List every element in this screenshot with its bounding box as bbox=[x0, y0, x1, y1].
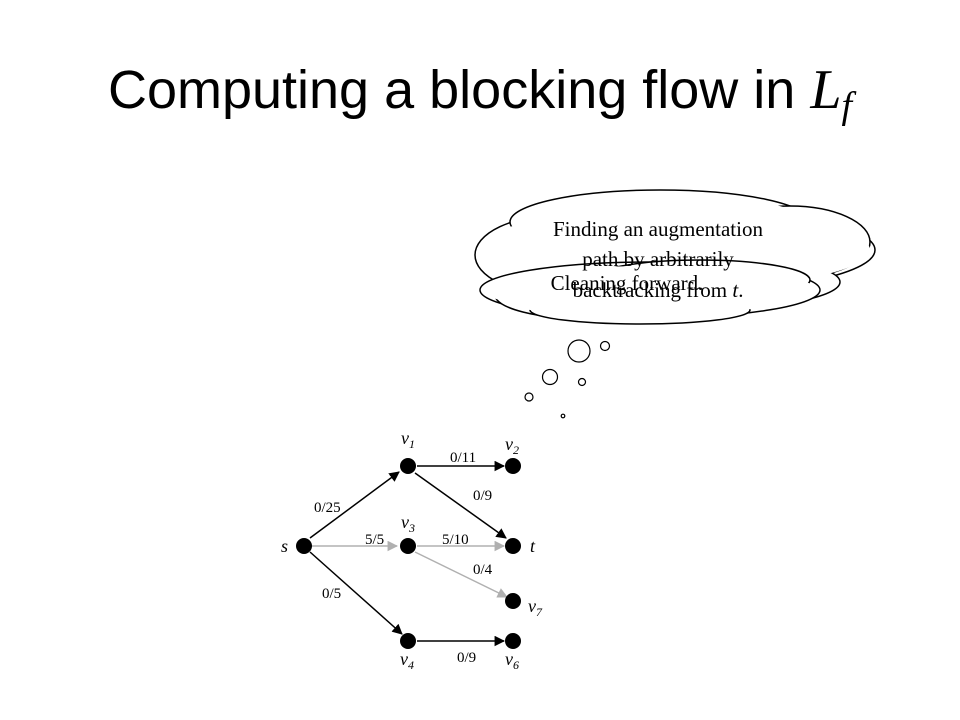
node-label-v1: v1 bbox=[401, 428, 415, 451]
node-v7 bbox=[505, 593, 521, 609]
node-labels: s v1 v2 v3 t v4 v6 v7 bbox=[281, 428, 543, 672]
slide-title-text: Computing a blocking flow in bbox=[107, 60, 811, 120]
trail-bubble bbox=[541, 368, 559, 386]
node-v4 bbox=[400, 633, 416, 649]
nodes bbox=[296, 458, 521, 649]
slide-title-variable: Lf bbox=[810, 59, 853, 127]
trail-bubble bbox=[567, 339, 591, 363]
node-label-v3: v3 bbox=[401, 512, 415, 535]
thought-cloud-front bbox=[479, 259, 821, 325]
edge-v3-v7 bbox=[414, 551, 508, 598]
node-s bbox=[296, 538, 312, 554]
node-label-v7: v7 bbox=[528, 596, 543, 619]
edge-label: 0/4 bbox=[473, 562, 493, 578]
node-label-s: s bbox=[281, 536, 288, 556]
edge-label: 5/5 bbox=[365, 532, 384, 548]
edge-label: 5/10 bbox=[442, 532, 469, 548]
node-v1 bbox=[400, 458, 416, 474]
node-label-v6: v6 bbox=[505, 649, 519, 672]
edge-label: 0/9 bbox=[473, 488, 492, 504]
trail-bubble bbox=[599, 340, 611, 352]
back-bubble-line3: backtracking from t. bbox=[573, 278, 744, 302]
trail-bubble bbox=[577, 377, 587, 387]
node-t bbox=[505, 538, 521, 554]
edge-label: 0/11 bbox=[450, 450, 476, 466]
node-label-v2: v2 bbox=[505, 434, 519, 457]
back-bubble-line2: path by arbitrarily bbox=[582, 247, 734, 271]
node-label-v4: v4 bbox=[400, 649, 414, 672]
edge-s-v4 bbox=[309, 551, 403, 635]
edge-labels: 0/25 5/5 0/5 0/11 0/9 5/10 0/4 0/9 bbox=[314, 450, 493, 666]
slide-title: Computing a blocking flow in Lf bbox=[0, 58, 960, 128]
node-label-t: t bbox=[530, 536, 536, 556]
thought-trail bbox=[524, 339, 611, 419]
edges bbox=[309, 460, 508, 647]
edge-label: 0/5 bbox=[322, 586, 341, 602]
edge-label: 0/25 bbox=[314, 500, 341, 516]
edge-v1-t bbox=[414, 472, 507, 539]
edge-label: 0/9 bbox=[457, 650, 476, 666]
node-v6 bbox=[505, 633, 521, 649]
front-bubble-text: Cleaning forward. bbox=[551, 271, 704, 295]
trail-bubble bbox=[560, 413, 566, 419]
trail-bubble bbox=[524, 392, 534, 402]
node-v2 bbox=[505, 458, 521, 474]
back-bubble-line1: Finding an augmentation bbox=[553, 217, 763, 241]
node-v3 bbox=[400, 538, 416, 554]
edge-s-v1 bbox=[309, 471, 400, 539]
